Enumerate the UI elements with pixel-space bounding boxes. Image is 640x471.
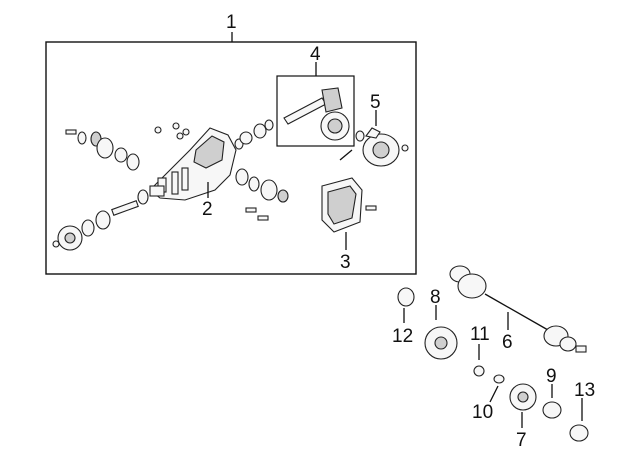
- outer-boot[interactable]: [424, 326, 458, 360]
- ring-13[interactable]: [569, 424, 589, 442]
- carrier-housing[interactable]: [149, 122, 237, 201]
- callout-3: 3: [340, 252, 351, 273]
- inner-boot[interactable]: [509, 383, 537, 411]
- clip-10[interactable]: [493, 374, 505, 384]
- left-upper-seal-stack[interactable]: [65, 129, 140, 171]
- assembly-frame: [45, 41, 417, 275]
- callout-9: 9: [546, 366, 557, 387]
- callout-10: 10: [472, 402, 493, 423]
- callout-2: 2: [202, 199, 213, 220]
- callout-6: 6: [502, 332, 513, 353]
- callout-8: 8: [430, 287, 441, 308]
- callout-5: 5: [370, 92, 381, 113]
- callout-7: 7: [516, 430, 527, 451]
- clamp-ring-11[interactable]: [473, 365, 485, 377]
- callout-11: 11: [470, 324, 490, 345]
- axle-shaft[interactable]: [449, 265, 587, 353]
- callout-1: 1: [226, 12, 237, 33]
- callout-4: 4: [310, 44, 321, 65]
- right-side-seal-stack[interactable]: [234, 119, 289, 221]
- callout-13: 13: [574, 380, 595, 401]
- callout-12: 12: [392, 326, 413, 347]
- clamp-ring-12[interactable]: [397, 287, 415, 307]
- rear-cover[interactable]: [321, 149, 377, 233]
- clamp-9[interactable]: [542, 401, 562, 419]
- pinion-gear[interactable]: [283, 87, 350, 141]
- differential-case[interactable]: [355, 127, 409, 167]
- left-lower-bearing-stack[interactable]: [52, 185, 165, 251]
